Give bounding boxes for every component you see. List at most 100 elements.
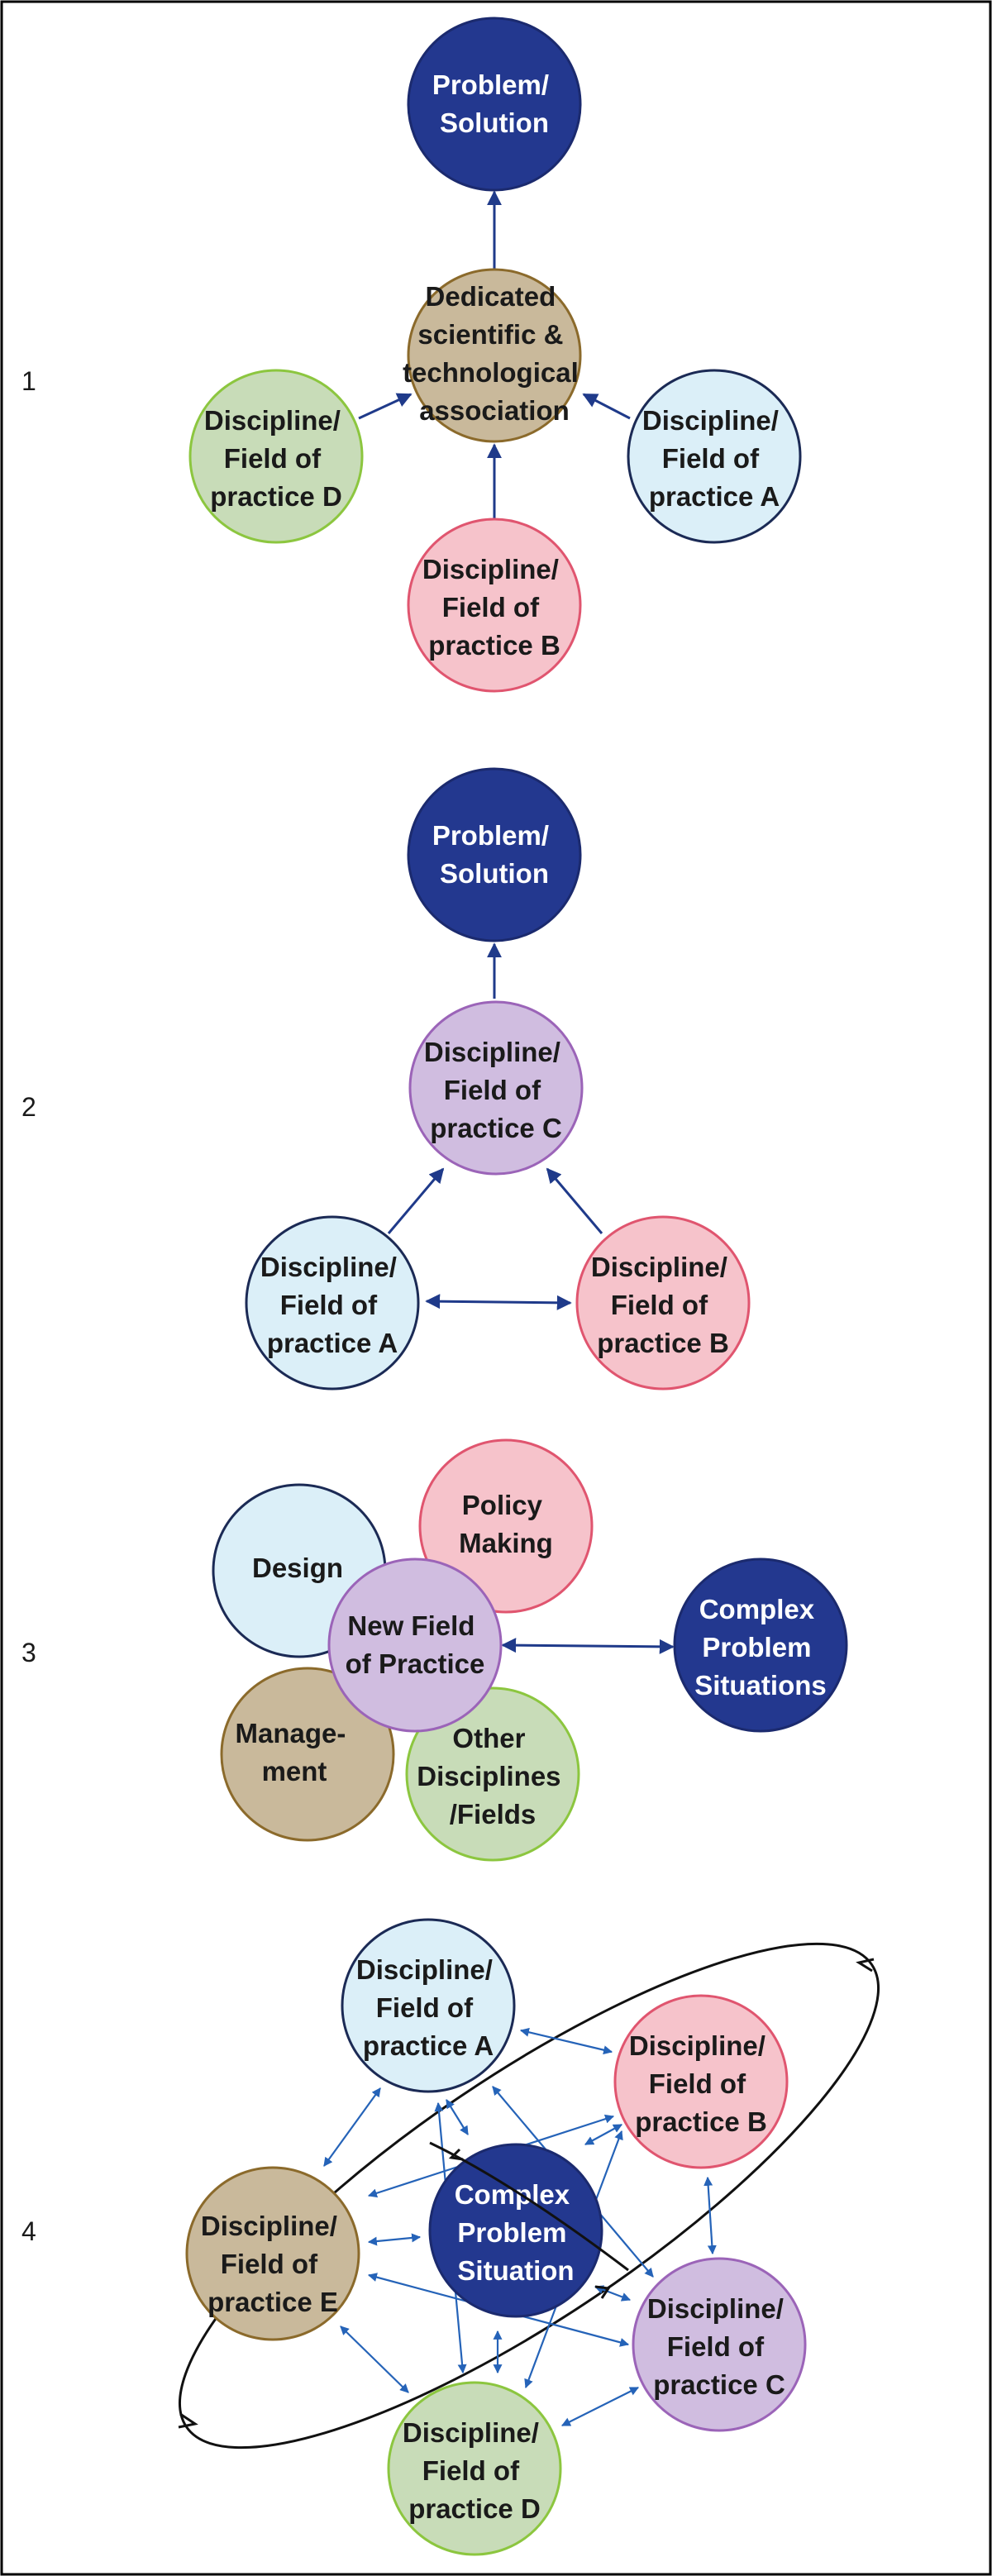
line-2: Field of (442, 592, 540, 623)
line-2: Problem (702, 1632, 811, 1662)
line-1: Discipline/ (629, 2030, 765, 2061)
line-3: practice B (428, 630, 560, 661)
arrow-a-b (519, 2027, 613, 2055)
complex-problem-situations-node: Complex Problem Situations (673, 1558, 848, 1733)
line-2: Problem (457, 2217, 566, 2248)
line-2: Field of (280, 1290, 378, 1320)
line-1: Discipline/ (260, 1252, 397, 1282)
arrow-disc-a-to-association (582, 393, 631, 420)
line-3: practice A (649, 481, 780, 512)
node-label: Problem/ Solution (432, 69, 556, 138)
new-field-node: New Field of Practice (327, 1558, 503, 1733)
line-3: Situations (694, 1670, 827, 1701)
complex-problem-situation-node: Complex Problem Situation (428, 2143, 603, 2318)
line-1: Discipline/ (403, 2417, 539, 2448)
arrow-complex-c (594, 2285, 632, 2302)
line-2: Field of (611, 1290, 708, 1320)
line-2: Field of (422, 2455, 520, 2486)
discipline-a-node: Discipline/ Field of practice A (627, 369, 802, 544)
discipline-b-node: Discipline/ Field of practice B (407, 518, 582, 693)
panel-4: 4 Discipline/ Field of (21, 1918, 880, 2556)
line-3: practice B (597, 1328, 729, 1358)
orbit-arrowhead-mid-left (448, 2148, 464, 2161)
line-1: Policy (462, 1490, 543, 1520)
node-label: Discipline/ Field of practice D (204, 405, 348, 512)
line-2: Field of (376, 1992, 474, 2023)
line-1: Problem/ (432, 820, 549, 851)
line-3: practice A (363, 2030, 494, 2061)
discipline-d-node: Discipline/ Field of practice D (387, 2381, 562, 2556)
node-label: New Field of Practice (346, 1610, 485, 1679)
line-1: Discipline/ (204, 405, 341, 436)
node-label: Discipline/ Field of practice D (403, 2417, 546, 2524)
line-3: practice E (207, 2287, 338, 2317)
arrow-e-complex (367, 2233, 422, 2246)
line-1: Discipline/ (422, 554, 559, 584)
line-2: Field of (667, 2331, 765, 2362)
arrow-disc-b-to-disc-c (546, 1167, 603, 1234)
arrow-new-field-complex (501, 1638, 675, 1654)
panel-3: 3 Design Policy Making Manage- ment (21, 1438, 848, 1862)
arrow-a-e (323, 2087, 381, 2167)
discipline-d-node: Discipline/ Field of practice D (188, 369, 364, 544)
node-label: Manage- ment (235, 1718, 353, 1787)
arrow-disc-a-to-disc-c (387, 1167, 445, 1234)
line-2: Field of (662, 443, 760, 474)
node-label: Discipline/ Field of practice C (424, 1037, 568, 1143)
panel-number: 3 (21, 1638, 36, 1667)
discipline-e-node: Discipline/ Field of practice E (185, 2166, 360, 2341)
line-1: Discipline/ (201, 2211, 337, 2241)
node-label: Other Disciplines /Fields (417, 1723, 568, 1829)
node-label: Problem/ Solution (432, 820, 556, 889)
line-3: technological (403, 357, 579, 388)
line-2: Field of (649, 2068, 746, 2099)
line-1: Other (452, 1723, 525, 1753)
node-label: Discipline/ Field of practice A (260, 1252, 404, 1358)
node-label: Dedicated scientific & technological ass… (403, 281, 586, 426)
node-label: Discipline/ Field of practice B (591, 1252, 735, 1358)
orbit-arrowhead-mid-right (594, 2285, 611, 2299)
line-1: Discipline/ (424, 1037, 560, 1067)
orbit-arrowhead-top (856, 1958, 875, 1973)
node-label: Complex Problem Situation (455, 2179, 578, 2286)
panel-number: 1 (21, 366, 36, 396)
line-3: practice B (635, 2106, 767, 2137)
line-2: Making (459, 1528, 553, 1558)
line-1: Design (252, 1553, 343, 1583)
line-1: Discipline/ (356, 1954, 493, 1985)
node-label: Discipline/ Field of practice E (201, 2211, 345, 2317)
line-2: Solution (440, 107, 549, 138)
problem-solution-node: Problem/ Solution (407, 17, 582, 192)
line-1: Discipline/ (591, 1252, 727, 1282)
line-2: of Practice (346, 1648, 485, 1679)
line-3: practice D (408, 2493, 541, 2524)
discipline-b-node: Discipline/ Field of practice B (613, 1994, 789, 2169)
line-1: Discipline/ (647, 2293, 784, 2324)
node-label: Discipline/ Field of practice B (422, 554, 566, 661)
line-3: /Fields (450, 1799, 537, 1829)
panel-1: 1 Problem/ Solution Dedicated scientific… (21, 17, 802, 693)
panel-number: 4 (21, 2216, 36, 2246)
node-label: Complex Problem Situations (694, 1594, 827, 1701)
line-2: Disciplines (417, 1761, 560, 1791)
line-1: Discipline/ (642, 405, 779, 436)
line-3: practice C (430, 1113, 562, 1143)
line-1: Complex (455, 2179, 570, 2210)
discipline-c-node: Discipline/ Field of practice C (408, 1000, 584, 1176)
panel-2: 2 Problem/ Solution Discipline/ Field of… (21, 767, 751, 1391)
discipline-a-node: Discipline/ Field of practice A (341, 1918, 516, 2093)
discipline-b-node: Discipline/ Field of practice B (575, 1215, 751, 1391)
line-2: Field of (444, 1075, 541, 1105)
policy-making-node: Policy Making (418, 1438, 594, 1614)
line-2: Field of (221, 2249, 318, 2279)
line-3: practice D (210, 481, 342, 512)
line-4: association (419, 395, 570, 426)
node-label: Discipline/ Field of practice B (629, 2030, 773, 2137)
line-3: Situation (457, 2255, 574, 2286)
line-2: scientific & (417, 319, 563, 350)
other-disciplines-node: Other Disciplines /Fields (405, 1686, 580, 1862)
line-1: Dedicated (426, 281, 556, 312)
discipline-c-node: Discipline/ Field of practice C (632, 2257, 807, 2432)
